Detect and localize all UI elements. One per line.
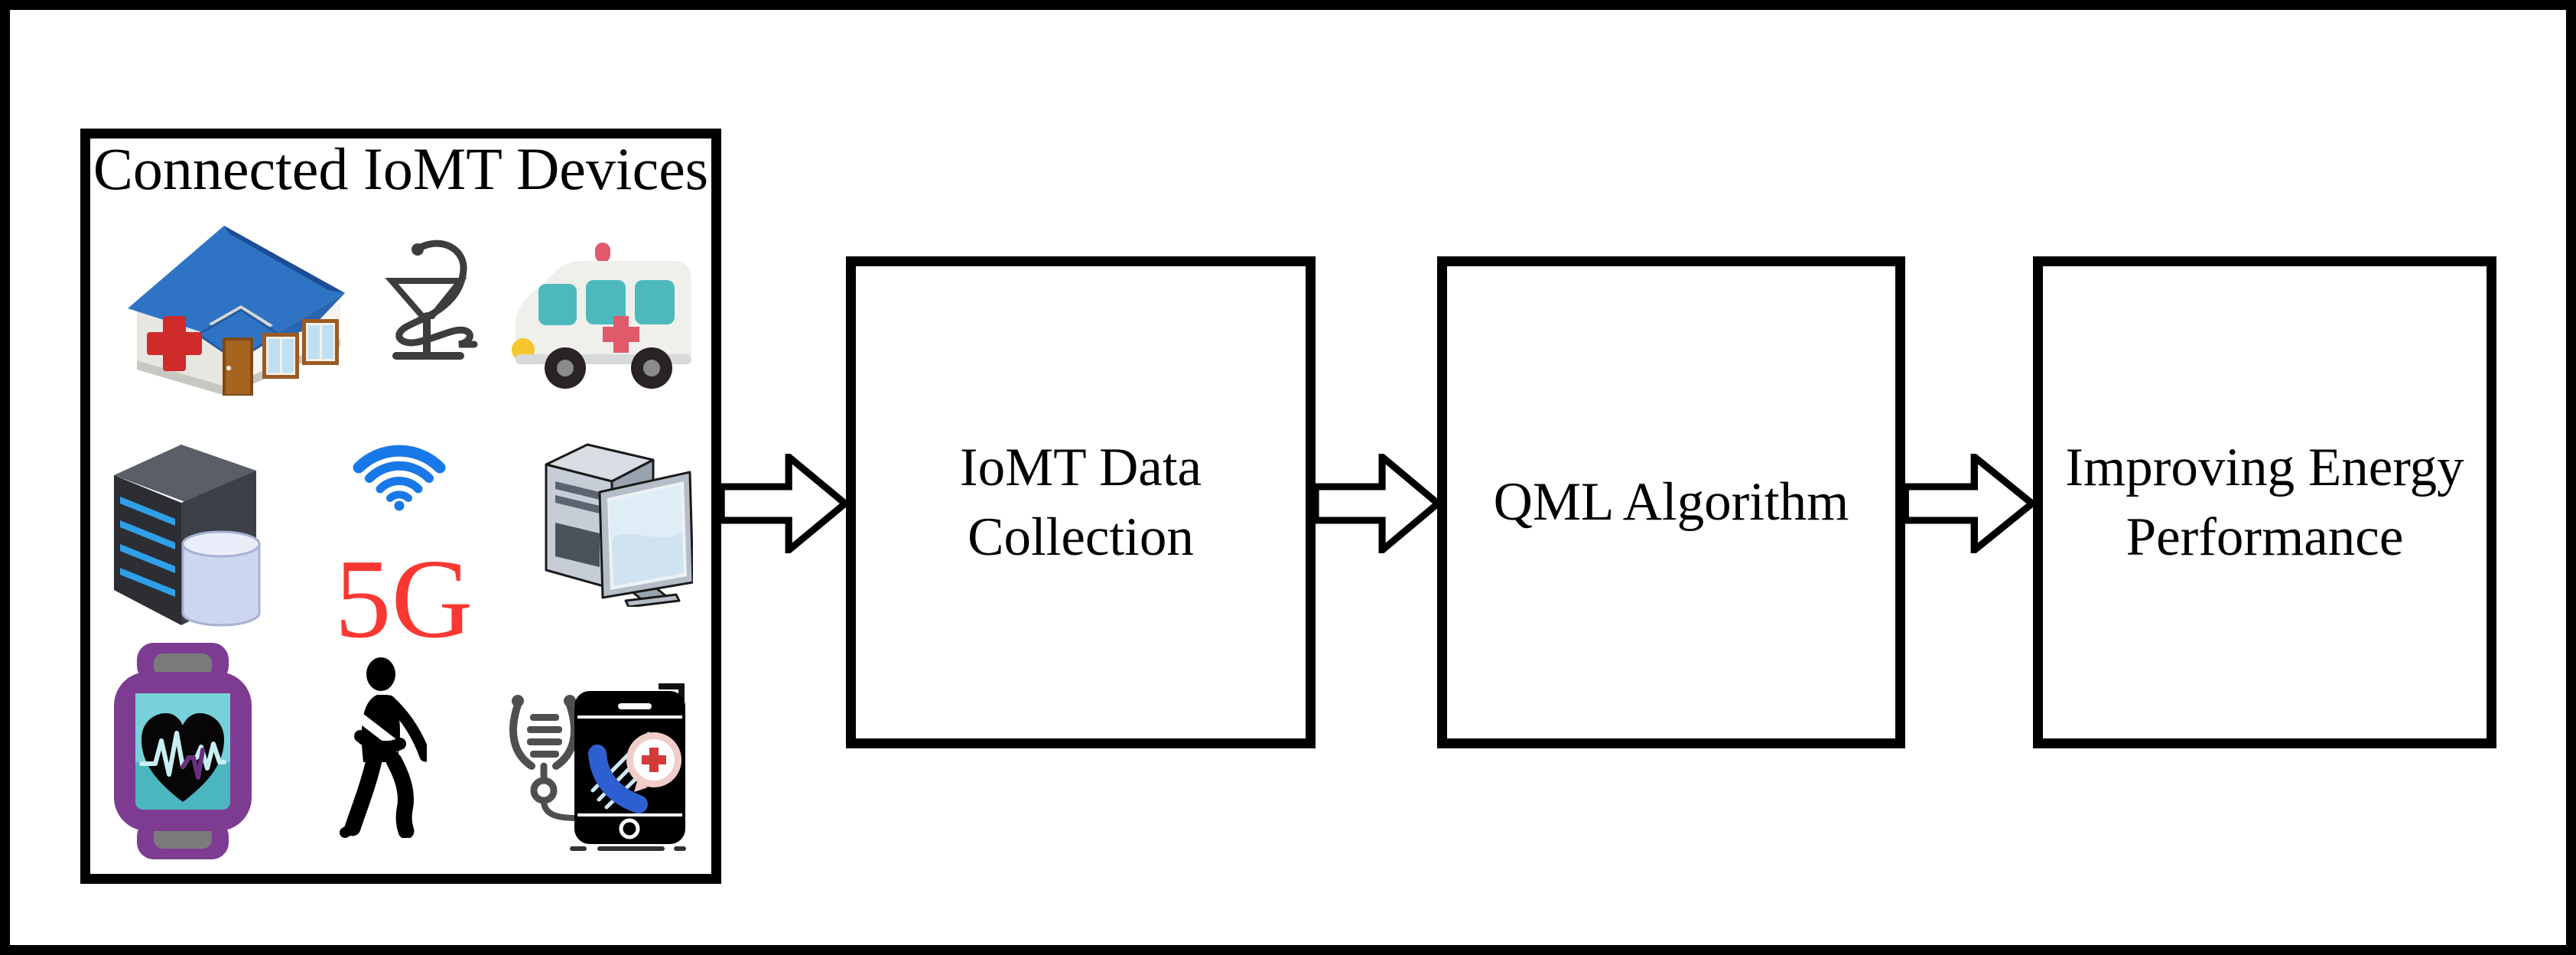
flow-box-iomt-data-collection: IoMT Data Collection [846, 256, 1316, 748]
flow-box-label: QML Algorithm [1493, 472, 1849, 533]
flow-box-label: Performance [2126, 507, 2404, 567]
ambulance-icon [512, 243, 691, 389]
flow-box-label: Improving Energy [2065, 437, 2464, 497]
flow-box-qml-algorithm: QML Algorithm [1437, 256, 1905, 748]
hospital-icon [128, 226, 345, 396]
flow-box-label: IoMT Data [959, 437, 1202, 497]
flow-box-label: Collection [968, 507, 1194, 567]
server-icon [114, 445, 261, 627]
flow-arrow-icon [1902, 454, 2035, 553]
medical-phone-icon [509, 683, 686, 851]
walking-person-icon [340, 657, 427, 838]
flow-arrow-icon [1312, 454, 1441, 553]
smartwatch-icon [114, 643, 252, 859]
flow-box-improving-energy-performance: Improving Energy Performance [2033, 256, 2496, 748]
flow-arrow-icon [718, 454, 848, 553]
pharmacy-icon [385, 240, 478, 360]
iomt-devices-panel: Connected IoMT Devices [80, 129, 721, 884]
panel-title: Connected IoMT Devices [93, 135, 709, 202]
computer-icon [545, 443, 693, 607]
wifi-icon [353, 445, 446, 511]
five-g-label: 5G [334, 536, 473, 662]
